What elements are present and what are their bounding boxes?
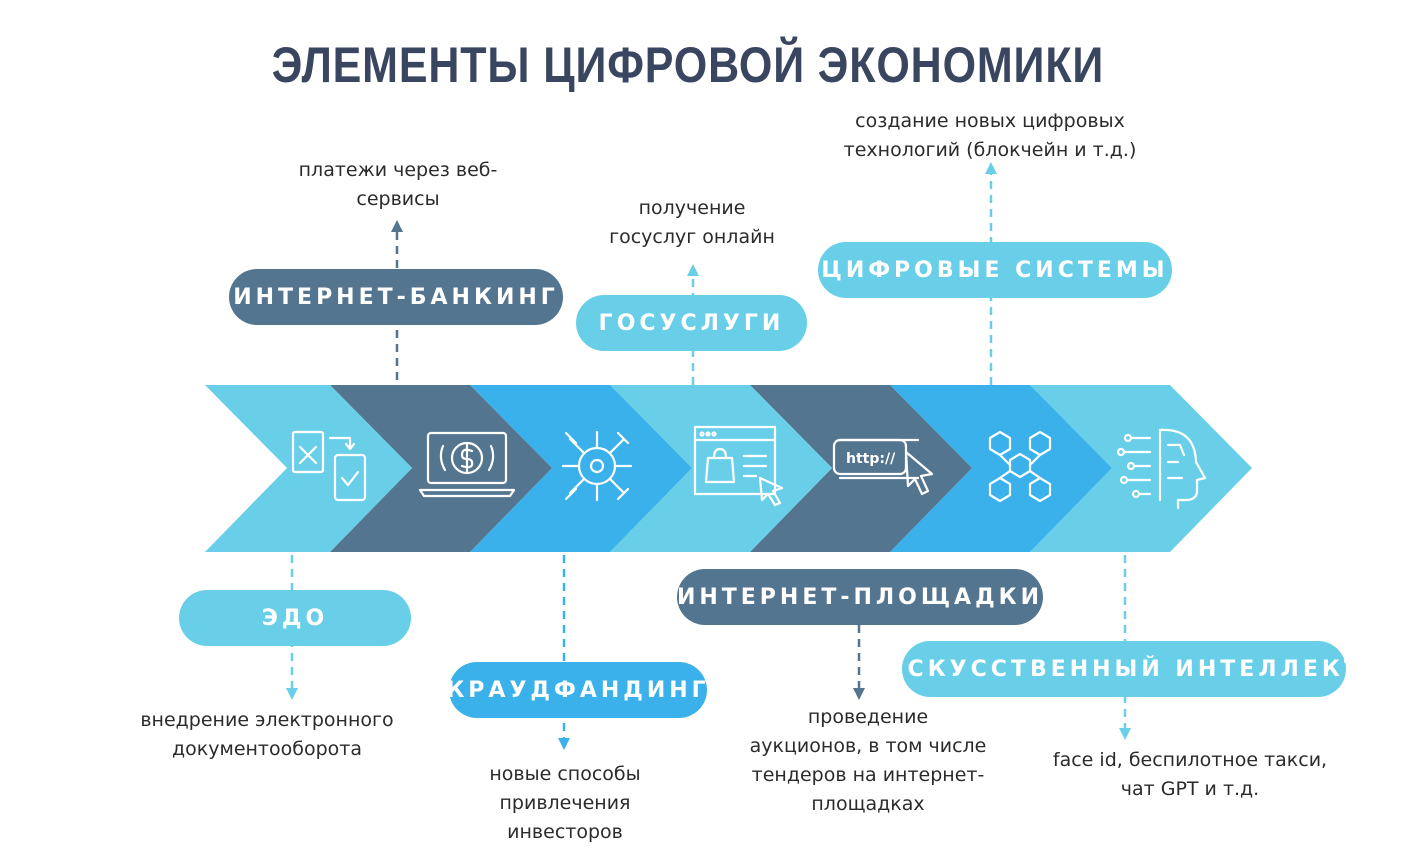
laptop-dollar-icon [418, 431, 516, 498]
url-text: http:// [846, 451, 896, 467]
pill-gosuslugi: ГОСУСЛУГИ [576, 295, 807, 351]
crowd-network-icon [561, 430, 633, 502]
caption-crowdfunding: новые способы привлечения инвесторов [489, 763, 641, 843]
chevron-5 [750, 385, 972, 552]
caption-gosuslugi: получение госуслуг онлайн [609, 197, 775, 248]
caption-internet-platforms: проведение аукционов, в том числе тендер… [749, 706, 987, 815]
chevron-1 [205, 385, 412, 552]
pill-internet-banking: ИНТЕРНЕТ-БАНКИНГ [229, 269, 563, 325]
chevron-4 [610, 385, 832, 552]
caption-internet-banking: платежи через веб- сервисы [298, 159, 498, 210]
web-shop-icon [693, 425, 784, 507]
pill-edo: ЭДО [179, 590, 411, 646]
pill-internet-platforms: ИНТЕРНЕТ-ПЛОЩАДКИ [677, 569, 1043, 625]
documents-exchange-icon [291, 430, 367, 502]
chevron-6 [890, 385, 1112, 552]
chevron-3 [470, 385, 692, 552]
caption-digital-systems: создание новых цифровых технологий (блок… [843, 110, 1137, 161]
caption-artificial-intelligence: face id, беспилотное такси, чат GPT и т.… [1052, 749, 1328, 800]
url-cursor-icon [832, 438, 934, 496]
pill-crowdfunding: КРАУДФАНДИНГ [446, 662, 707, 718]
caption-edo: внедрение электронного документооборота [140, 709, 394, 760]
chevron-2 [330, 385, 552, 552]
chevron-7 [1030, 385, 1252, 552]
pill-digital-systems: ЦИФРОВЫЕ СИСТЕМЫ [818, 242, 1172, 298]
pill-artificial-intelligence: ИСКУССТВЕННЫЙ ИНТЕЛЛЕКТ [885, 641, 1359, 697]
page-title: ЭЛЕМЕНТЫ ЦИФРОВОЙ ЭКОНОМИКИ [271, 37, 1105, 93]
blockchain-cubes-icon [988, 430, 1052, 503]
ai-head-icon [1116, 428, 1207, 510]
